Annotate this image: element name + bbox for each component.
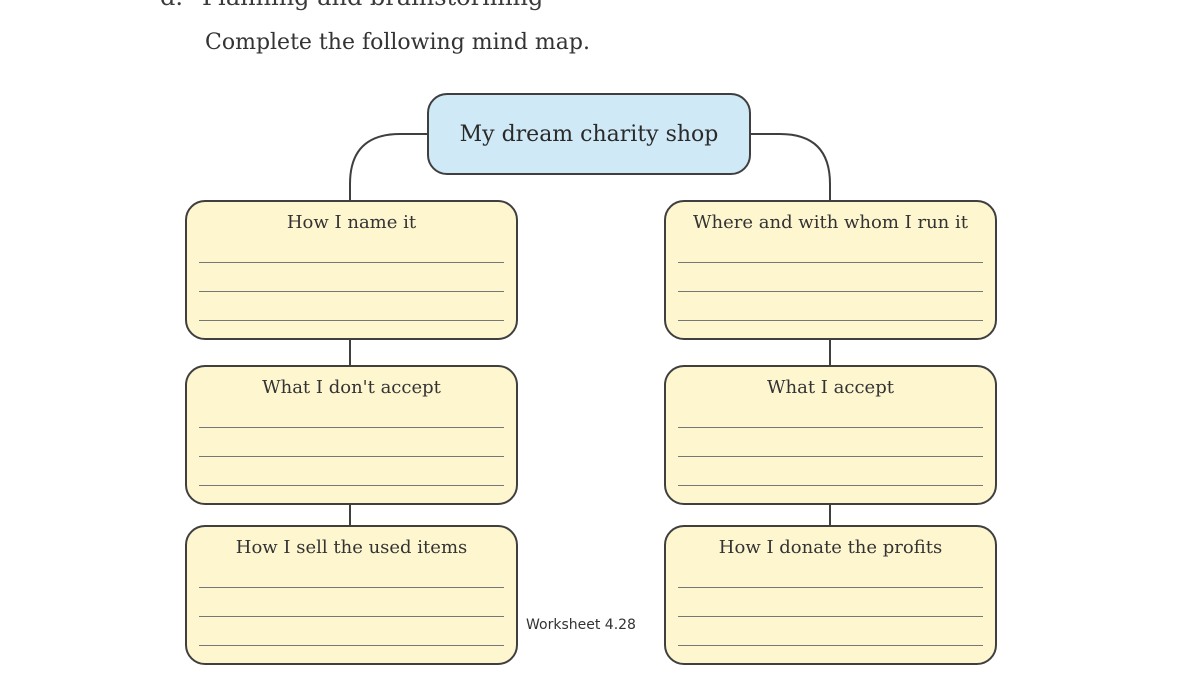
box-title: What I accept xyxy=(767,377,894,398)
worksheet-label: Worksheet 4.28 xyxy=(526,617,636,633)
answer-line[interactable] xyxy=(199,427,504,428)
answer-line[interactable] xyxy=(678,645,983,646)
answer-line[interactable] xyxy=(199,587,504,588)
answer-line[interactable] xyxy=(199,616,504,617)
answer-line[interactable] xyxy=(199,320,504,321)
answer-line[interactable] xyxy=(678,485,983,486)
answer-line[interactable] xyxy=(678,456,983,457)
answer-line[interactable] xyxy=(678,587,983,588)
box-title: How I donate the profits xyxy=(718,537,943,558)
answer-line[interactable] xyxy=(678,616,983,617)
connector-left xyxy=(349,133,427,200)
box-title: What I don't accept xyxy=(262,377,441,398)
box-what-i-accept: What I accept xyxy=(664,365,997,505)
answer-line[interactable] xyxy=(678,427,983,428)
answer-line[interactable] xyxy=(678,291,983,292)
box-title: How I name it xyxy=(286,212,417,233)
answer-line[interactable] xyxy=(199,456,504,457)
box-title: Where and with whom I run it xyxy=(693,212,968,233)
answer-line[interactable] xyxy=(199,485,504,486)
answer-line[interactable] xyxy=(678,320,983,321)
answer-line[interactable] xyxy=(199,262,504,263)
central-topic: My dream charity shop xyxy=(427,93,751,175)
box-title: How I sell the used items xyxy=(235,537,468,558)
answer-line[interactable] xyxy=(199,645,504,646)
box-how-i-name-it: How I name it xyxy=(185,200,518,340)
box-what-i-dont-accept: What I don't accept xyxy=(185,365,518,505)
answer-line[interactable] xyxy=(678,262,983,263)
section-number: d. xyxy=(160,0,202,11)
box-how-i-sell-used-items: How I sell the used items xyxy=(185,525,518,665)
section-title: Planning and brainstorming xyxy=(202,0,543,11)
instruction-text: Complete the following mind map. xyxy=(205,30,590,55)
box-how-i-donate-profits: How I donate the profits xyxy=(664,525,997,665)
connector-right xyxy=(751,133,831,200)
answer-line[interactable] xyxy=(199,291,504,292)
section-heading: d.Planning and brainstorming xyxy=(160,0,543,11)
box-where-and-with-whom: Where and with whom I run it xyxy=(664,200,997,340)
